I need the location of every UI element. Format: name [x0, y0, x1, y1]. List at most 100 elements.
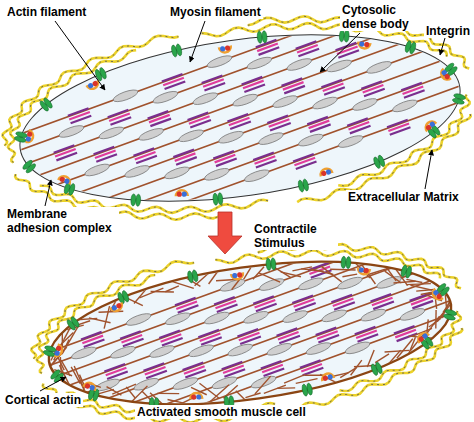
- myosin-filament: [182, 361, 206, 378]
- integrin: [257, 31, 268, 44]
- integrin: [94, 67, 107, 82]
- adhesion-protein: [423, 119, 436, 131]
- cortical-actin-fibre: [71, 366, 80, 385]
- myosin-filament: [295, 40, 319, 57]
- myosin-filament: [293, 153, 317, 170]
- integrin-subunit: [370, 363, 379, 376]
- myosin-filament: [315, 326, 339, 343]
- part-label: Actin filament: [5, 5, 88, 19]
- adhesion-protein: [232, 273, 238, 279]
- adhesion-complex: [423, 119, 436, 132]
- myosin-filament: [161, 73, 185, 90]
- myosin-filament: [221, 361, 245, 378]
- myosin-filament: [147, 110, 171, 127]
- adhesion-complex: [358, 41, 371, 49]
- dense-body: [178, 128, 205, 144]
- adhesion-protein: [55, 345, 61, 351]
- adhesion-protein: [25, 136, 31, 142]
- dense-body: [84, 162, 111, 178]
- stimulus-arrow: [208, 212, 242, 254]
- myosin-filament: [276, 327, 300, 344]
- dense-body: [305, 340, 332, 356]
- integrin-subunit: [270, 258, 276, 270]
- adhesion-protein: [110, 303, 123, 313]
- leader-line: [190, 21, 205, 62]
- adhesion-protein: [231, 272, 244, 280]
- adhesion-protein: [87, 80, 100, 91]
- integrin-subunit: [121, 290, 130, 303]
- adhesion-protein: [115, 302, 122, 309]
- integrin-subunit: [452, 97, 465, 105]
- adhesion-protein: [182, 191, 187, 196]
- integrin: [452, 93, 466, 105]
- actin-filament: [0, 218, 474, 422]
- dense-body: [360, 307, 387, 323]
- adhesion-protein: [54, 344, 63, 357]
- integrin: [117, 290, 130, 305]
- integrin-subunit: [409, 42, 417, 55]
- dense-body: [266, 341, 293, 357]
- cortical-actin-fibre: [434, 293, 437, 309]
- integrin-subunit: [297, 180, 304, 193]
- adhesion-protein: [220, 46, 226, 52]
- myosin-bar: [349, 125, 370, 135]
- leader-line: [45, 180, 51, 206]
- myosin-bar: [150, 118, 171, 128]
- integrin: [301, 383, 313, 397]
- contractile-apparatus: [0, 180, 474, 422]
- dense-body: [203, 166, 230, 182]
- dense-body: [337, 133, 364, 149]
- myosin-filament: [321, 79, 345, 96]
- dense-body: [112, 88, 139, 104]
- dense-body: [272, 93, 299, 109]
- dense-body: [391, 98, 418, 114]
- integrin: [213, 193, 224, 206]
- myosin-bar: [216, 158, 237, 168]
- integrin-subunit: [372, 156, 381, 169]
- adhesion-complex: [58, 174, 72, 185]
- actin-filament: [0, 44, 474, 249]
- myosin-bar: [56, 152, 77, 162]
- adhesion-protein: [54, 350, 60, 356]
- adhesion-complex: [319, 167, 332, 177]
- adhesion-complex: [83, 381, 97, 391]
- myosin-bar: [324, 86, 345, 96]
- actin-filament: [0, 266, 474, 422]
- integrin: [404, 40, 417, 54]
- adhesion-protein: [444, 73, 451, 80]
- adhesion-complex: [416, 331, 429, 344]
- integrin: [297, 179, 309, 193]
- integrin: [187, 269, 199, 283]
- myosin-filament: [81, 331, 105, 348]
- adhesion-protein: [237, 272, 243, 278]
- myosin-bar: [270, 122, 291, 132]
- leader-line: [320, 33, 360, 72]
- integrin-subunit: [98, 67, 107, 80]
- cortical-actin-fibre: [385, 349, 409, 354]
- myosin-bar: [404, 89, 425, 99]
- dense-body: [163, 165, 190, 181]
- myosin-bar: [190, 119, 211, 129]
- adhesion-protein: [364, 42, 370, 48]
- myosin-bar: [176, 156, 197, 166]
- adhesion-protein: [27, 131, 33, 137]
- cytoplasm: [9, 10, 470, 226]
- dense-body: [336, 275, 363, 291]
- adhesion-protein: [322, 375, 328, 381]
- adhesion-protein: [325, 169, 331, 175]
- dense-body: [123, 163, 150, 179]
- adhesion-protein: [359, 41, 365, 47]
- cortical-actin-fibre: [365, 350, 376, 367]
- integrin: [66, 316, 81, 331]
- myosin-filament: [107, 109, 131, 126]
- adhesion-complex: [439, 68, 452, 82]
- adhesion-protein: [435, 293, 442, 300]
- cortical-actin-fibre: [342, 274, 357, 277]
- adhesion-protein: [431, 289, 443, 302]
- myosin-bar: [70, 115, 91, 125]
- adhesion-complex: [357, 267, 370, 275]
- integrin: [372, 154, 385, 169]
- cell-membrane: [40, 239, 460, 422]
- dense-body: [58, 123, 85, 139]
- adhesion-protein: [319, 167, 332, 176]
